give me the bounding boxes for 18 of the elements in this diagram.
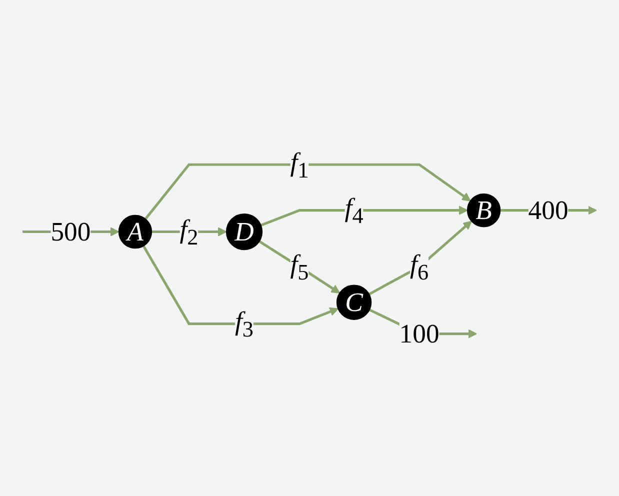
- edge-label: f$_{3}$: [234, 306, 254, 342]
- edge-label: f$_{1}$: [290, 147, 309, 182]
- arrow: [258, 240, 340, 294]
- edge-label: f$_{2}$: [180, 214, 198, 250]
- node-circle: D: [226, 213, 263, 250]
- edge-label: f$_{5}$: [290, 250, 309, 285]
- node-circle: B: [466, 193, 501, 228]
- edge-label: 500: [50, 216, 91, 247]
- edge-label: 400: [528, 195, 568, 226]
- arrow: [142, 245, 339, 326]
- arrow: [260, 206, 468, 227]
- node-circle: C: [336, 284, 372, 320]
- edge-label: f$_{6}$: [410, 250, 429, 285]
- node-circle: A: [118, 214, 152, 249]
- edge-label: 100: [399, 318, 440, 349]
- edge-label: f$_{4}$: [344, 193, 364, 228]
- arrow: [144, 163, 471, 220]
- arrow: [368, 220, 472, 296]
